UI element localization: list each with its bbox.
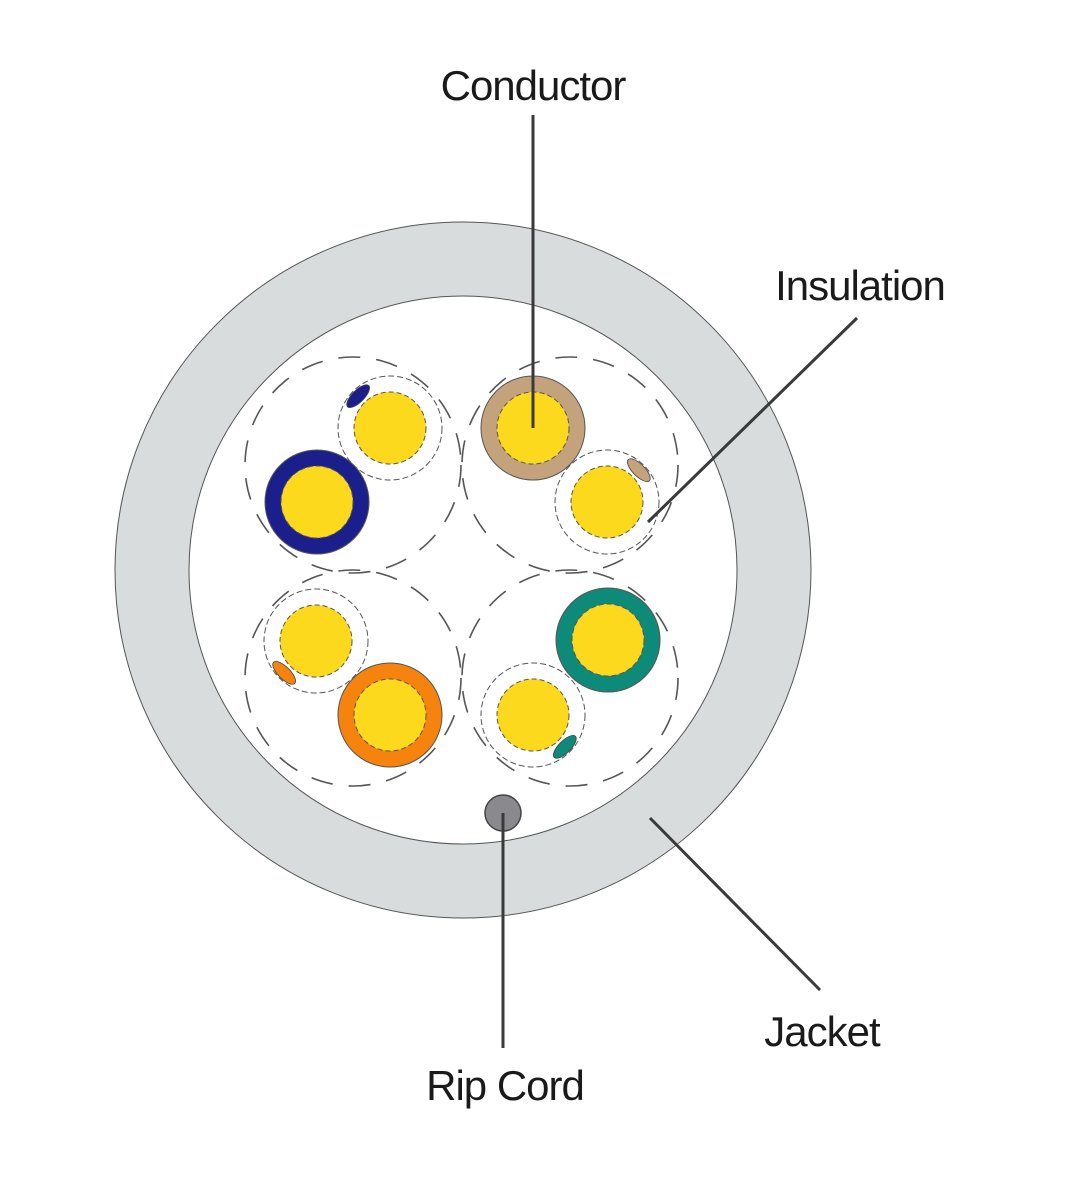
pair-boundary-blue <box>244 356 462 574</box>
wire-white-green <box>480 662 586 768</box>
wire-orange <box>337 662 443 768</box>
stripe-white-brown <box>626 458 651 483</box>
pair-boundary-orange <box>244 569 462 787</box>
rip-cord-label: Rip Cord <box>426 1062 584 1109</box>
conductor-label: Conductor <box>441 62 627 109</box>
wire-green <box>555 587 661 693</box>
conductor-white-blue <box>353 391 427 465</box>
stripe-white-green <box>552 734 577 759</box>
wire-blue <box>264 449 370 555</box>
insulation-leader-line <box>646 316 859 524</box>
insulation-label: Insulation <box>775 262 945 309</box>
jacket-leader-line <box>648 816 822 992</box>
conductor-green <box>571 603 645 677</box>
conductor-orange <box>353 678 427 752</box>
wire-white-orange <box>263 588 369 694</box>
jacket-label: Jacket <box>764 1008 881 1055</box>
stripe-white-orange <box>272 660 297 685</box>
conductor-white-green <box>496 678 570 752</box>
wire-white-brown <box>554 449 660 555</box>
conductor-white-brown <box>570 465 644 539</box>
wire-white-blue <box>337 375 443 481</box>
conductor-white-orange <box>279 604 353 678</box>
twisted-pair-boundaries <box>244 356 679 787</box>
pair-boundary-brown <box>461 356 679 574</box>
stripe-white-blue <box>346 384 371 409</box>
cable-interior <box>188 295 738 845</box>
conductor-blue <box>280 465 354 539</box>
pair-boundary-green <box>461 569 679 787</box>
